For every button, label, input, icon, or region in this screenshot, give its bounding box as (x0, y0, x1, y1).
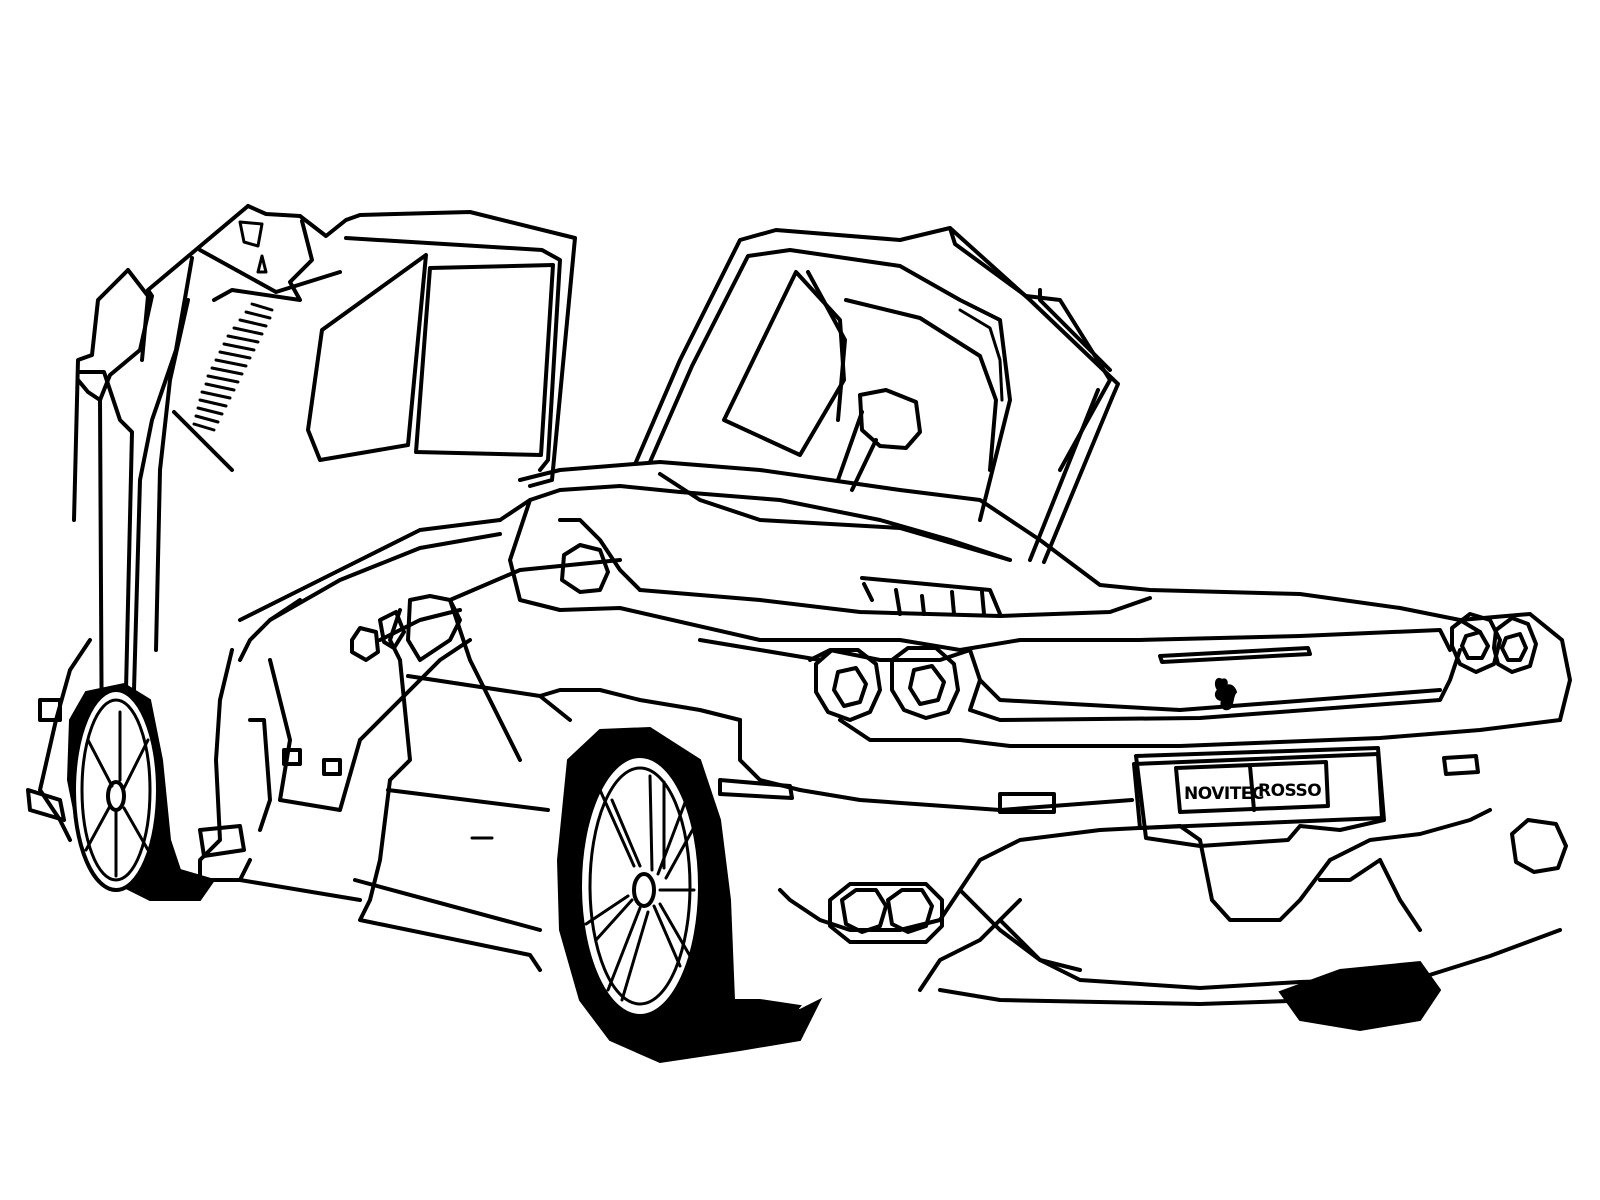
tail-lights-right (1450, 612, 1538, 674)
rear-wheel (556, 726, 823, 1064)
plate-left-text: NOVITEC (1184, 784, 1264, 804)
door-vent-slats (192, 302, 274, 432)
front-wheel (66, 682, 216, 901)
license-plate: NOVITEC ROSSO (1132, 752, 1384, 830)
car-body (26, 460, 1572, 1006)
ground-shadow (698, 960, 1442, 1042)
right-scissor-door (634, 226, 1120, 564)
left-scissor-door (72, 204, 577, 782)
tail-lights-left (814, 646, 960, 722)
rear-exhaust-lights (828, 818, 1568, 944)
plate-right-text: ROSSO (1258, 781, 1321, 801)
prancing-horse-icon (1214, 678, 1238, 711)
